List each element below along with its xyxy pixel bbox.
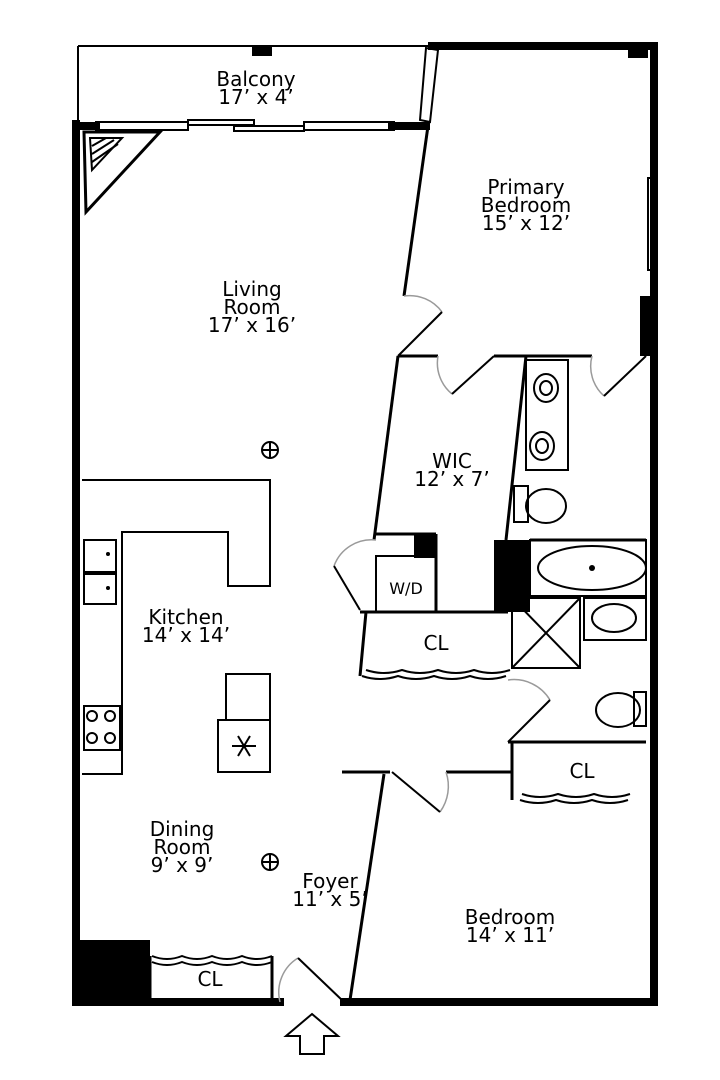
hall-closet [358,610,511,680]
label-entry-closet: CL [197,967,223,991]
label-living-room: Living Room 17’ x 16’ [208,277,296,337]
ceiling-light-icon [261,441,279,459]
label-laundry: W/D [389,579,423,598]
svg-text:14’ x 14’: 14’ x 14’ [142,623,230,647]
svg-text:Bedroom: Bedroom [465,905,555,929]
svg-text:Dining: Dining [150,817,215,841]
svg-text:11’ x 5’: 11’ x 5’ [292,887,367,911]
label-bath-closet: CL [569,759,595,783]
bedroom-walls [342,770,512,1001]
entry-door [278,957,345,1003]
svg-text:Kitchen: Kitchen [148,605,223,629]
svg-text:Room: Room [154,835,211,859]
svg-text:15’ x 12’: 15’ x 12’ [482,211,570,235]
label-primary-bedroom: Primary Bedroom 15’ x 12’ [481,175,571,235]
ceiling-light-icon [261,853,279,871]
label-dining-room: Dining Room 9’ x 9’ [150,817,215,877]
label-kitchen: Kitchen 14’ x 14’ [142,605,230,647]
svg-text:Primary: Primary [487,175,564,199]
svg-text:17’ x 4’: 17’ x 4’ [218,85,293,109]
label-hall-closet: CL [423,631,449,655]
svg-text:12’ x 7’: 12’ x 7’ [414,467,489,491]
svg-text:Living: Living [222,277,281,301]
laundry-closet [333,532,438,613]
kitchen-fixtures [82,479,271,775]
label-foyer: Foyer 11’ x 5’ [292,869,367,911]
svg-text:17’ x 16’: 17’ x 16’ [208,313,296,337]
svg-text:WIC: WIC [432,449,472,473]
entry-arrow-icon [283,1012,341,1055]
bathroom [494,538,647,744]
label-bedroom: Bedroom 14’ x 11’ [465,905,555,947]
svg-text:14’ x 11’: 14’ x 11’ [466,923,554,947]
svg-text:Bedroom: Bedroom [481,193,571,217]
label-balcony: Balcony 17’ x 4’ [216,67,295,109]
primary-bedroom-walls [397,125,657,397]
svg-text:Room: Room [224,295,281,319]
svg-text:Foyer: Foyer [302,869,358,893]
svg-text:Balcony: Balcony [216,67,295,91]
wic-walls [372,355,569,541]
fireplace [82,130,164,216]
snowflake-icon [232,735,256,757]
entry-closet [80,940,274,1002]
svg-text:9’ x 9’: 9’ x 9’ [151,853,214,877]
balcony-sliding-door [95,119,395,132]
label-wic: WIC 12’ x 7’ [414,449,489,491]
